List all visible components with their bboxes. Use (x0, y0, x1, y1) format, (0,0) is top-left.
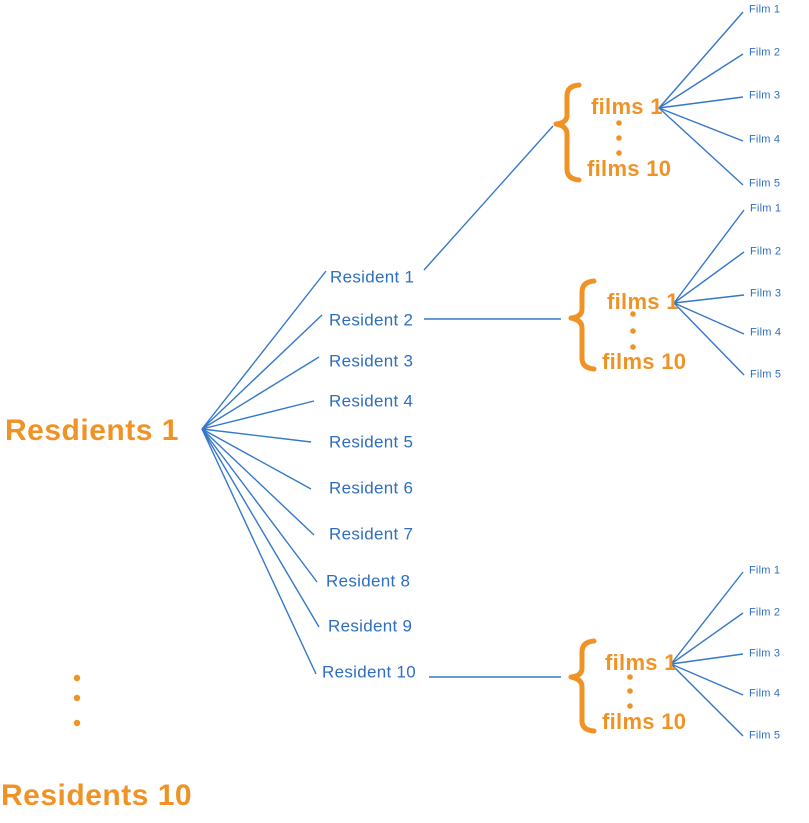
dot (73, 694, 81, 702)
dot (73, 674, 81, 682)
dot (627, 703, 633, 709)
curly-brace-group-3 (568, 638, 597, 734)
node-resident-2: Resident 2 (329, 310, 414, 330)
edge-films-film-5 (658, 107, 744, 186)
leaf-film-5: Film 5 (749, 177, 781, 190)
node-films-10-group-2: films 10 (602, 349, 687, 374)
edge-root-resident-1 (201, 270, 327, 430)
node-resident-3: Resident 3 (329, 351, 414, 371)
edge-films-film-4 (673, 302, 745, 335)
node-films-10-group-3: films 10 (602, 709, 687, 734)
leaf-film-2: Film 2 (750, 245, 782, 258)
node-resident-10: Resident 10 (322, 662, 417, 682)
leaf-film-3: Film 3 (749, 89, 781, 102)
dot (73, 719, 81, 727)
dot (616, 135, 622, 141)
node-resident-7: Resident 7 (329, 524, 414, 544)
dot (630, 328, 636, 334)
leaf-film-3: Film 3 (749, 647, 781, 660)
leaf-film-1: Film 1 (750, 202, 782, 215)
node-films-1-group-1: films 1 (591, 94, 663, 119)
edge-root-resident-5 (201, 428, 312, 443)
dot (630, 311, 636, 317)
edge-root-resident-4 (201, 400, 315, 430)
curly-brace-group-1 (553, 82, 582, 183)
leaf-film-3: Film 3 (750, 287, 782, 300)
node-resident-1: Resident 1 (330, 267, 415, 287)
edge-root-resident-2 (201, 314, 323, 430)
edge-films-film-3 (673, 294, 745, 304)
films-fan-edges-group-3 (670, 571, 744, 737)
leaf-film-4: Film 4 (749, 687, 781, 700)
node-films-1-group-3: films 1 (605, 650, 677, 675)
node-resident-4: Resident 4 (329, 391, 414, 411)
edge-root-resident-3 (201, 356, 320, 430)
edge-films-film-3 (670, 653, 744, 665)
films-fan-edges-group-1 (658, 11, 744, 186)
ellipsis-dots-group-1 (616, 120, 622, 156)
leaf-film-4: Film 4 (749, 133, 781, 146)
leaf-film-4: Film 4 (750, 326, 782, 339)
edge-films-film-1 (670, 571, 744, 665)
node-films-10-group-1: films 10 (587, 156, 672, 181)
edge-resident-1-films-group (423, 125, 554, 271)
leaf-film-2: Film 2 (749, 46, 781, 59)
leaf-film-5: Film 5 (749, 729, 781, 742)
dot (627, 674, 633, 680)
edge-films-film-4 (658, 107, 744, 142)
dot (616, 150, 622, 156)
ellipsis-dots-group-3 (627, 674, 633, 709)
edge-root-resident-8 (201, 428, 318, 583)
node-resident-8: Resident 8 (326, 571, 411, 591)
edge-root-resident-9 (201, 428, 320, 628)
edge-films-film-3 (658, 96, 744, 109)
edge-films-film-5 (673, 302, 745, 376)
edge-films-film-4 (670, 663, 744, 696)
dot (627, 688, 633, 694)
leaf-film-5: Film 5 (750, 368, 782, 381)
edge-films-film-2 (658, 53, 744, 109)
edge-films-film-1 (658, 11, 744, 109)
edge-root-resident-10 (201, 428, 317, 675)
node-resident-6: Resident 6 (329, 478, 414, 498)
node-resident-5: Resident 5 (329, 432, 414, 452)
leaf-film-1: Film 1 (749, 3, 781, 16)
edge-films-film-2 (673, 251, 745, 304)
dot (630, 344, 636, 350)
node-films-1-group-2: films 1 (607, 289, 679, 314)
curly-brace-group-2 (568, 278, 597, 372)
edge-films-film-5 (670, 663, 744, 737)
dot (616, 120, 622, 126)
edge-films-film-2 (670, 612, 744, 665)
root-fan-edges (201, 270, 327, 675)
leaf-film-2: Film 2 (749, 606, 781, 619)
edge-root-resident-7 (201, 428, 315, 536)
node-resident-9: Resident 9 (328, 616, 413, 636)
ellipsis-dots-group-2 (630, 311, 636, 350)
edge-films-film-1 (673, 209, 745, 304)
root-node-residents-10: Residents 10 (1, 779, 193, 812)
root-node-residents-1: Resdients 1 (5, 414, 179, 447)
edge-root-resident-6 (201, 428, 312, 490)
films-fan-edges-group-2 (673, 209, 745, 376)
leaf-film-1: Film 1 (749, 564, 781, 577)
ellipsis-dots-root (73, 674, 81, 727)
